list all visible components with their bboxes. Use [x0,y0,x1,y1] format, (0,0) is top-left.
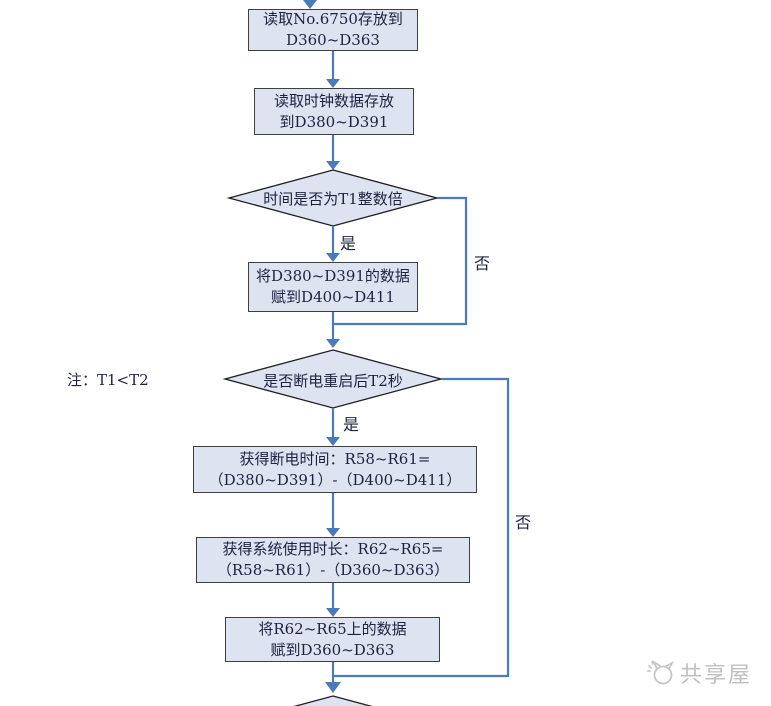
branch-no-label: 否 [515,513,532,532]
arrow-down-icon [325,682,341,693]
step-text-line: 获得断电时间：R58~R61= [239,449,431,468]
branch-yes-label: 是 [343,415,360,434]
branch-no-label: 否 [474,254,491,273]
connector-d2-yes [326,408,340,446]
step-text-line: 到D380~D391 [279,112,389,131]
connector-top-in [303,0,317,9]
step-copy-d380-to-d400: 将D380~D391的数据 赋到D400~D411 [248,262,418,312]
step-text-line: 赋到D400~D411 [271,288,395,306]
step-text-line: 获得系统使用时长：R62~R65= [222,540,444,558]
step-text-line: 读取No.6750存放到 [263,10,403,28]
step-read-clock: 读取时钟数据存放 到D380~D391 [254,88,414,135]
connector-b5-b6 [326,583,340,617]
decision-restart-t2s-label: 是否断电重启后T2秒 [263,372,403,390]
step-text-line: （R58~R61）-（D360~D363） [216,561,450,579]
step-calc-poweroff-time: 获得断电时间：R58~R61= （D380~D391）-（D400~D411） [193,446,477,493]
step-copy-r62-to-d360: 将R62~R65上的数据 赋到D360~D363 [225,617,440,662]
connector-b6-d3 [325,662,341,693]
step-text-line: 将D380~D391的数据 [256,267,410,285]
connector-b4-b5 [326,493,340,537]
arrow-down-icon [326,608,340,617]
step-text-line: 读取时钟数据存放 [273,91,394,110]
step-text-line: （D380~D391）-（D400~D411） [208,470,462,489]
connector-d1-no [334,196,468,326]
connector-d2-no [334,377,510,678]
watermark: 共享屋 [646,657,752,689]
connector-b3-d2 [326,312,340,348]
watermark-text: 共享屋 [680,663,753,688]
decision-partial-bottom-shape [293,695,373,706]
arrow-down-icon [326,339,340,348]
step-text-line: 赋到D360~D363 [270,640,395,659]
arrow-down-icon [326,437,340,446]
connector-d1-yes [326,226,340,262]
arrow-down-icon [326,528,340,537]
connector-b2-d1 [326,135,340,170]
arrow-down-icon [326,161,340,170]
branch-yes-label: 是 [340,234,357,253]
step-text-line: 将R62~R65上的数据 [258,619,407,638]
arrow-down-icon [326,253,340,262]
connector-b1-b2 [326,50,340,88]
step-calc-usage-duration: 获得系统使用时长：R62~R65= （R58~R61）-（D360~D363） [196,537,470,583]
decision-time-multiple-t1-label: 时间是否为T1整数倍 [263,190,403,208]
step-read-no6750: 读取No.6750存放到 D360~D363 [248,9,418,51]
step-text-line: D360~D363 [286,31,380,49]
arrow-down-icon [303,0,317,9]
cat-logo-icon [646,658,676,688]
note-t1-less-than-t2: 注：T1<T2 [67,371,149,389]
arrow-down-icon [326,79,340,88]
